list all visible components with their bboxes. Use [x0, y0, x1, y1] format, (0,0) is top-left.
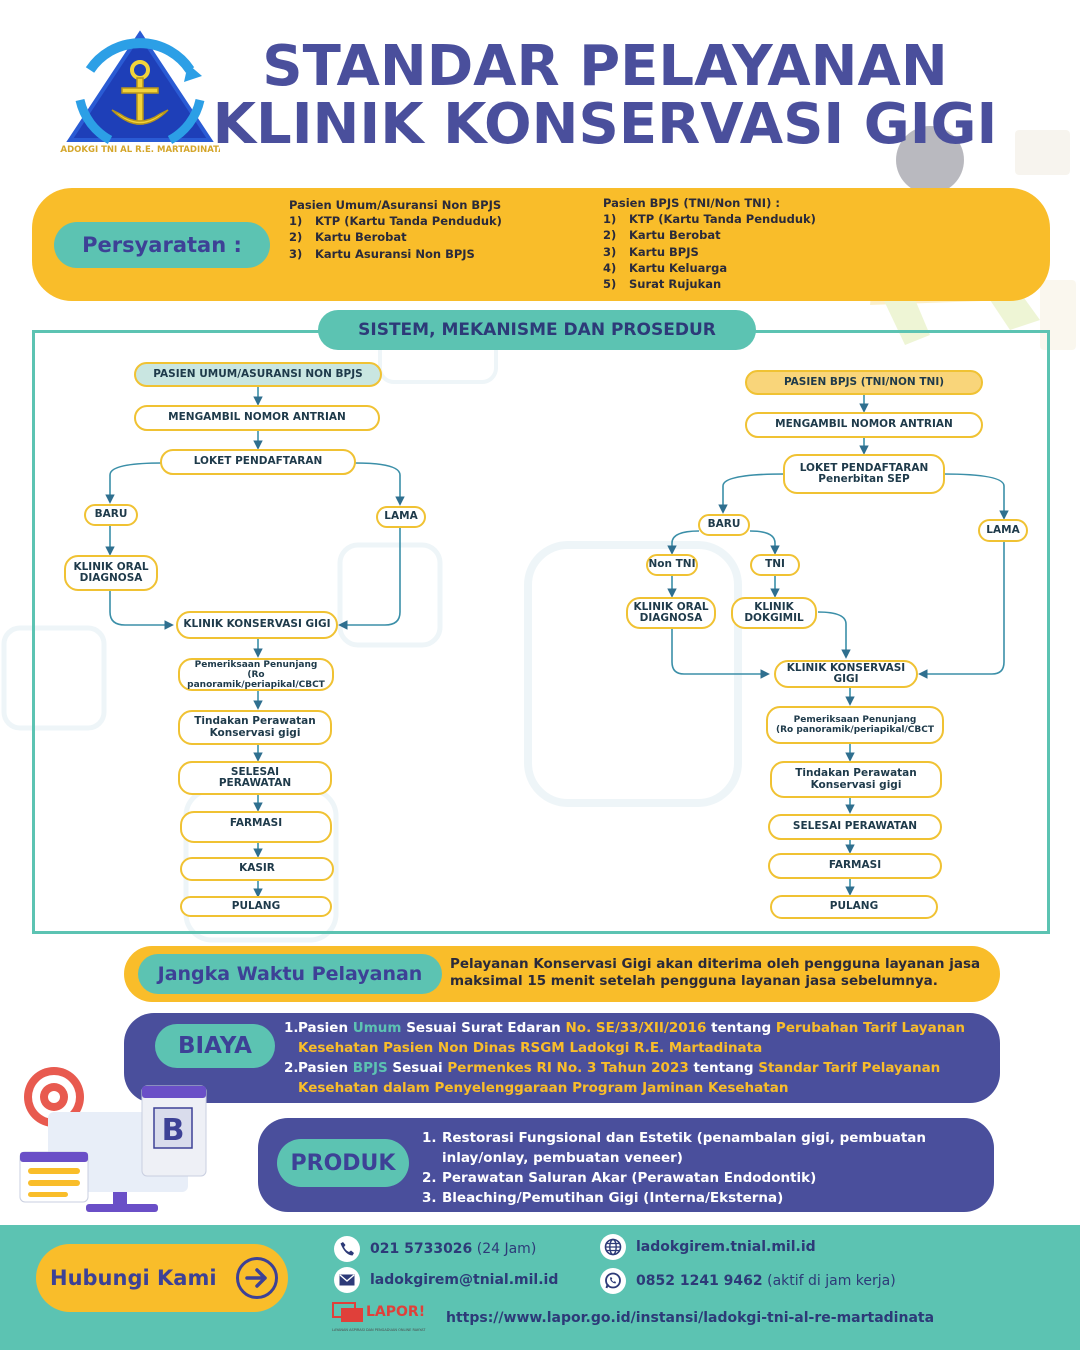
lapor-link[interactable]: https://www.lapor.go.id/instansi/ladokgi…	[446, 1310, 935, 1326]
flow-left-pharmacy: FARMASI	[180, 811, 332, 843]
svg-text:B: B	[162, 1113, 185, 1148]
contact-website[interactable]: ladokgirem.tnial.mil.id	[600, 1234, 816, 1260]
list-item: 4)Kartu Keluarga	[603, 260, 728, 275]
contact-email[interactable]: ladokgirem@tnial.mil.id	[334, 1267, 558, 1293]
flow-right-registration: LOKET PENDAFTARAN Penerbitan SEP	[783, 454, 945, 494]
flow-left-start: PASIEN UMUM/ASURANSI NON BPJS	[134, 362, 382, 387]
flow-left-old: LAMA	[376, 506, 426, 528]
contact-label: Hubungi Kami	[50, 1266, 217, 1290]
flow-left-home: PULANG	[180, 896, 332, 917]
flow-right-queue: MENGAMBIL NOMOR ANTRIAN	[745, 412, 983, 438]
title-line-2: KLINIK KONSERVASI GIGI	[212, 92, 998, 157]
logo-caption: LADOKGI TNI AL R.E. MARTADINATA	[60, 145, 220, 155]
list-item: 3.Bleaching/Pemutihan Gigi (Interna/Ekst…	[422, 1190, 784, 1206]
cost-label: BIAYA	[155, 1024, 275, 1068]
flow-title: SISTEM, MEKANISME DAN PROSEDUR	[318, 310, 756, 350]
lapor-logo: LAPOR! LAYANAN ASPIRASI DAN PENGADUAN ON…	[332, 1300, 432, 1340]
flow-right-pharmacy: FARMASI	[768, 853, 942, 879]
requirements-general: Pasien Umum/Asuransi Non BPJS 1)KTP (Kar…	[289, 197, 579, 262]
cost-item-2: 2. Pasien BPJS Sesuai Permenkes RI No. 3…	[284, 1060, 941, 1096]
list-item: 1)KTP (Kartu Tanda Penduduk)	[603, 212, 816, 227]
service-time-label: Jangka Waktu Pelayanan	[138, 954, 442, 994]
list-item: 1)KTP (Kartu Tanda Penduduk)	[289, 214, 502, 229]
lapor-icon	[332, 1302, 363, 1322]
list-item: 2)Kartu Berobat	[603, 228, 721, 243]
list-item: 1.Restorasi Fungsional dan Estetik (pena…	[422, 1130, 927, 1166]
title-line-1: STANDAR PELAYANAN	[262, 34, 948, 99]
list-item: 3)Kartu BPJS	[603, 244, 699, 259]
contact-whatsapp[interactable]: 0852 1241 9462 (aktif di jam kerja)	[600, 1268, 896, 1294]
flow-right-home: PULANG	[770, 895, 938, 919]
flow-right-new: BARU	[698, 514, 750, 536]
flow-left-done: SELESAI PERAWATAN	[178, 761, 332, 795]
flow-left-oral: KLINIK ORAL DIAGNOSA	[64, 555, 158, 591]
flow-right-done: SELESAI PERAWATAN	[768, 814, 942, 840]
flow-left-queue: MENGAMBIL NOMOR ANTRIAN	[134, 405, 380, 431]
service-time-text: Pelayanan Konservasi Gigi akan diterima …	[450, 956, 981, 989]
whatsapp-icon	[600, 1268, 626, 1294]
lapor-tagline: LAYANAN ASPIRASI DAN PENGADUAN ONLINE RA…	[332, 1328, 426, 1332]
list-item: 3)Kartu Asuransi Non BPJS	[289, 246, 475, 261]
requirements-bpjs: Pasien BPJS (TNI/Non TNI) : 1)KTP (Kartu…	[603, 195, 863, 292]
contact-phone[interactable]: 021 5733026 (24 Jam)	[334, 1236, 536, 1262]
requirements-general-heading: Pasien Umum/Asuransi Non BPJS	[289, 198, 502, 212]
globe-icon	[600, 1234, 626, 1260]
flow-right-oral: KLINIK ORAL DIAGNOSA	[626, 597, 716, 629]
list-item: 2.Perawatan Saluran Akar (Perawatan Endo…	[422, 1170, 817, 1186]
requirements-label: Persyaratan :	[54, 222, 270, 268]
flow-left-clinic: KLINIK KONSERVASI GIGI	[176, 611, 338, 639]
flow-right-old: LAMA	[978, 519, 1028, 542]
flow-right-non-tni: Non TNI	[646, 554, 698, 576]
contact-button[interactable]: Hubungi Kami	[36, 1244, 288, 1312]
list-item: 2)Kartu Berobat	[289, 230, 407, 245]
requirements-bpjs-heading: Pasien BPJS (TNI/Non TNI) :	[603, 196, 780, 210]
product-list: 1.Restorasi Fungsional dan Estetik (pena…	[422, 1128, 942, 1208]
cost-item-1: 1. Pasien Umum Sesuai Surat Edaran No. S…	[284, 1020, 966, 1056]
ladokgi-logo: LADOKGI TNI AL R.E. MARTADINATA	[60, 30, 220, 155]
flow-right-exam: Pemeriksaan Penunjang (Ro panoramik/peri…	[766, 706, 944, 744]
product-label: PRODUK	[277, 1139, 409, 1187]
flow-left-new: BARU	[84, 504, 138, 526]
computer-illustration: B	[19, 1067, 207, 1212]
phone-icon	[334, 1236, 360, 1262]
flow-right-start: PASIEN BPJS (TNI/NON TNI)	[745, 370, 983, 395]
flow-right-dokgimil: KLINIK DOKGIMIL	[731, 597, 817, 629]
flow-left-cashier: KASIR	[180, 857, 334, 881]
flow-left-registration: LOKET PENDAFTARAN	[160, 449, 356, 475]
flow-right-tni: TNI	[750, 554, 800, 576]
flow-right-treatment: Tindakan Perawatan Konservasi gigi	[770, 761, 942, 798]
flow-right-clinic: KLINIK KONSERVASI GIGI	[774, 660, 918, 688]
mail-icon	[334, 1267, 360, 1293]
flow-left-exam: Pemeriksaan Penunjang (Ro panoramik/peri…	[178, 658, 334, 691]
list-item: 5)Surat Rujukan	[603, 277, 722, 292]
flow-left-treatment: Tindakan Perawatan Konservasi gigi	[178, 710, 332, 745]
arrow-right-icon	[236, 1257, 278, 1299]
page-title: STANDAR PELAYANAN KLINIK KONSERVASI GIGI	[210, 38, 1000, 154]
lapor-logo-text: LAPOR!	[366, 1304, 426, 1320]
cost-list: 1. Pasien Umum Sesuai Surat Edaran No. S…	[284, 1018, 984, 1098]
